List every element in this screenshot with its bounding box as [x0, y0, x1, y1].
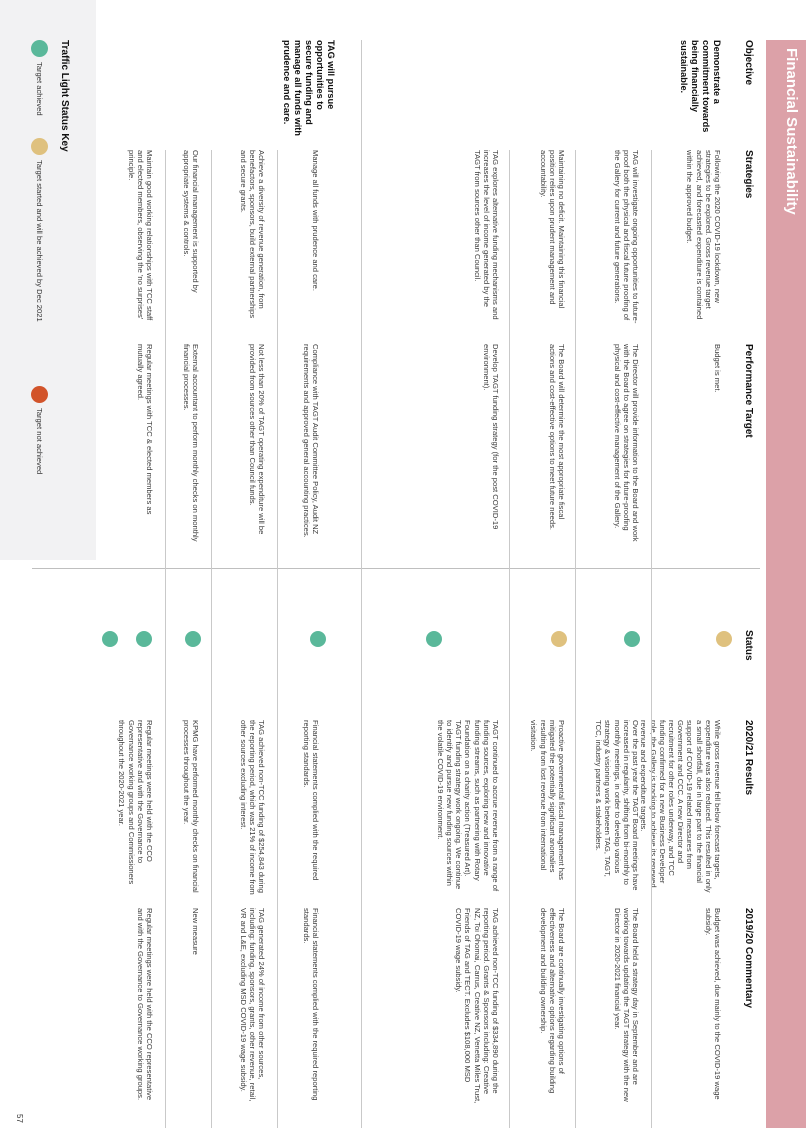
row-7-result: KPMG have performed monthly checks on fi… — [181, 720, 200, 893]
row-4-commentary: TAG achieved non-TCC funding of $334,890… — [454, 908, 500, 1104]
row-5-commentary: Financial statements complied with the r… — [301, 908, 320, 1101]
row-2-target: The Director will provide information to… — [612, 344, 640, 542]
row-separator — [575, 150, 576, 1128]
row-separator — [211, 150, 212, 1128]
header-status: Status — [743, 630, 754, 661]
section-separator — [361, 40, 362, 1128]
key-not-achieved-dot — [31, 386, 48, 403]
row-separator — [165, 150, 166, 1128]
row-8-strategy: Maintain good working relationships with… — [126, 150, 154, 321]
row-1-strategy: Following the 2020 COVID-19 lockdown, ne… — [685, 150, 722, 320]
row-2-commentary: The Board held a strategy day in Septemb… — [612, 908, 640, 1102]
row-3-target: The Board will determine the most approp… — [547, 344, 566, 531]
row-7-commentary: New measure — [191, 908, 200, 955]
row-6-target: Not less than 20% of TAGT operating expe… — [247, 344, 266, 535]
row-separator — [277, 150, 278, 1128]
side-panel — [0, 0, 96, 560]
title-banner: Financial Sustainability — [766, 40, 806, 1128]
key-started-dot — [31, 138, 48, 155]
row-5-target: Compliance with TAGT Audit Committee Pol… — [301, 344, 320, 538]
row-8-result: Regular meetings were held with the CCO … — [117, 720, 154, 885]
row-8-target: Regular meetings with TCC & elected memb… — [135, 344, 154, 515]
row-2-strategy: TAG will investigate ongoing opportuniti… — [612, 150, 640, 324]
objective-1: Demonstrate a commitment towards being f… — [679, 40, 722, 133]
header-commentary: 2019/20 Commentary — [743, 908, 754, 1009]
row-4-target: Develop TAGT funding strategy (for the p… — [481, 344, 500, 530]
row-separator — [651, 150, 652, 1128]
row-7-status-dot — [136, 631, 152, 647]
row-1-commentary: Budget was achieved, due mainly to the C… — [703, 908, 722, 1100]
row-3-status-dot — [551, 631, 567, 647]
header-results: 2020/21 Results — [743, 720, 754, 796]
row-1-target: Budget is met. — [713, 344, 722, 393]
key-achieved-label: Target achieved — [35, 62, 44, 116]
row-4-result: TAGT continued to accrue revenue from a … — [435, 720, 500, 892]
row-8-status-dot — [102, 631, 118, 647]
header-strategies: Strategies — [743, 150, 754, 199]
header-objective: Objective — [743, 40, 754, 86]
row-2-result: Over the past year the TAGT Board meetin… — [594, 720, 640, 891]
row-3-strategy: Maintaining no deficit. Maintaining this… — [538, 150, 566, 309]
row-2-status-dot — [624, 631, 640, 647]
page-title: Financial Sustainability — [783, 48, 800, 215]
row-8-commentary: Regular meetings were held with the CCO … — [135, 908, 154, 1101]
row-5-status-dot — [310, 631, 326, 647]
row-5-strategy: Manage all funds with prudence and care. — [311, 150, 320, 291]
row-7-strategy: Our financial management is supported by… — [181, 150, 200, 293]
row-1-status-dot — [716, 631, 732, 647]
key-achieved-dot — [31, 40, 48, 57]
side-panel-lower — [0, 568, 96, 1141]
row-3-result: Proactive governmental fiscal management… — [529, 720, 566, 880]
row-3-commentary: The Board are continually investigating … — [538, 908, 566, 1094]
row-4-status-dot — [426, 631, 442, 647]
row-7-target: External accountant to perform monthly c… — [181, 344, 200, 542]
row-6-result: TAG achieved non-TCC funding of $254,843… — [238, 720, 266, 895]
row-4-strategy: TAG explores alternative funding mechani… — [472, 150, 500, 320]
header-target: Performance Target — [743, 344, 754, 438]
objective-2: TAG will pursue opportunities to secure … — [282, 40, 336, 136]
row-6-commentary: TAG generated 24% of income from other s… — [238, 908, 266, 1102]
row-separator — [509, 150, 510, 1128]
row-6-status-dot — [185, 631, 201, 647]
key-title: Traffic Light Status Key — [59, 40, 70, 152]
page-number: 57 — [15, 1114, 24, 1123]
row-6-strategy: Achieve a diversity of revenue generatio… — [238, 150, 266, 319]
row-5-result: Financial statements complied with the r… — [301, 720, 320, 881]
key-not-achieved-label: Target not achieved — [35, 408, 44, 475]
key-started-label: Target started and will be achieved by D… — [35, 160, 44, 322]
